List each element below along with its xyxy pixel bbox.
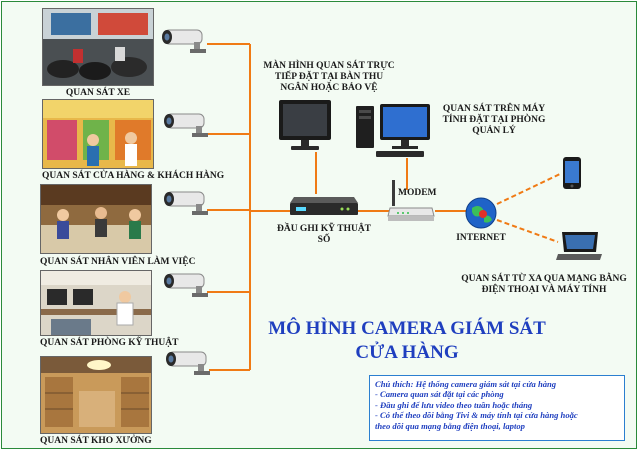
note-line: - Camera quan sát đặt tại các phòng (375, 389, 504, 400)
diagram-title-line1: MÔ HÌNH CAMERA GIÁM SÁT (268, 318, 546, 339)
staff-photo (40, 184, 152, 254)
note-line: theo dõi qua mạng bằng điện thoại, lapto… (375, 420, 525, 431)
laptop-icon (556, 232, 602, 260)
area-label-parking: QUAN SÁT XE (65, 88, 131, 98)
modem-icon (387, 180, 435, 221)
parking-photo (42, 8, 154, 86)
dvr-icon (290, 197, 358, 215)
globe-icon (465, 197, 497, 229)
area-label-tech-room: QUAN SÁT PHÒNG KỸ THUẬT (40, 338, 179, 348)
note-line: - Có thể theo dõi bằng Tivi & máy tính t… (375, 410, 578, 421)
pc-label: QUAN SÁT TRÊN MÁY TÍNH ĐẶT TẠI PHÒNG QUẢ… (442, 104, 546, 136)
area-label-warehouse: QUAN SÁT KHO XƯỞNG (40, 436, 152, 446)
camera-icon (164, 273, 208, 297)
monitor-icon (279, 100, 331, 150)
legend-note: Chú thích: Hệ thống camera giám sát tại … (369, 375, 625, 441)
remote-label: QUAN SÁT TỪ XA QUA MẠNG BẰNG ĐIỆN THOẠI … (461, 274, 627, 295)
internet-label: INTERNET (456, 233, 506, 243)
note-line: - Đầu ghi để lưu video theo tuần hoặc th… (375, 399, 533, 410)
modem-label: MODEM (398, 188, 437, 198)
tech-room-photo (40, 270, 152, 336)
camera-icon (162, 29, 206, 53)
camera-icon (164, 191, 208, 215)
camera-icon (164, 113, 208, 137)
camera-icon (166, 351, 210, 375)
diagram-title-line2: CỬA HÀNG (355, 342, 459, 363)
warehouse-photo (40, 356, 152, 434)
desktop-pc-icon (356, 104, 430, 157)
smartphone-icon (563, 157, 581, 189)
dvr-label: ĐẦU GHI KỸ THUẬT SỐ (276, 224, 372, 245)
area-label-store: QUAN SÁT CỬA HÀNG & KHÁCH HÀNG (42, 171, 225, 181)
monitor-label: MÀN HÌNH QUAN SÁT TRỰC TIẾP ĐẶT TẠI BÀN … (263, 61, 395, 93)
area-label-staff: QUAN SÁT NHÂN VIÊN LÀM VIỆC (40, 257, 196, 267)
store-photo (42, 99, 154, 169)
note-heading: Chú thích: Hệ thống camera giám sát tại … (375, 379, 557, 389)
